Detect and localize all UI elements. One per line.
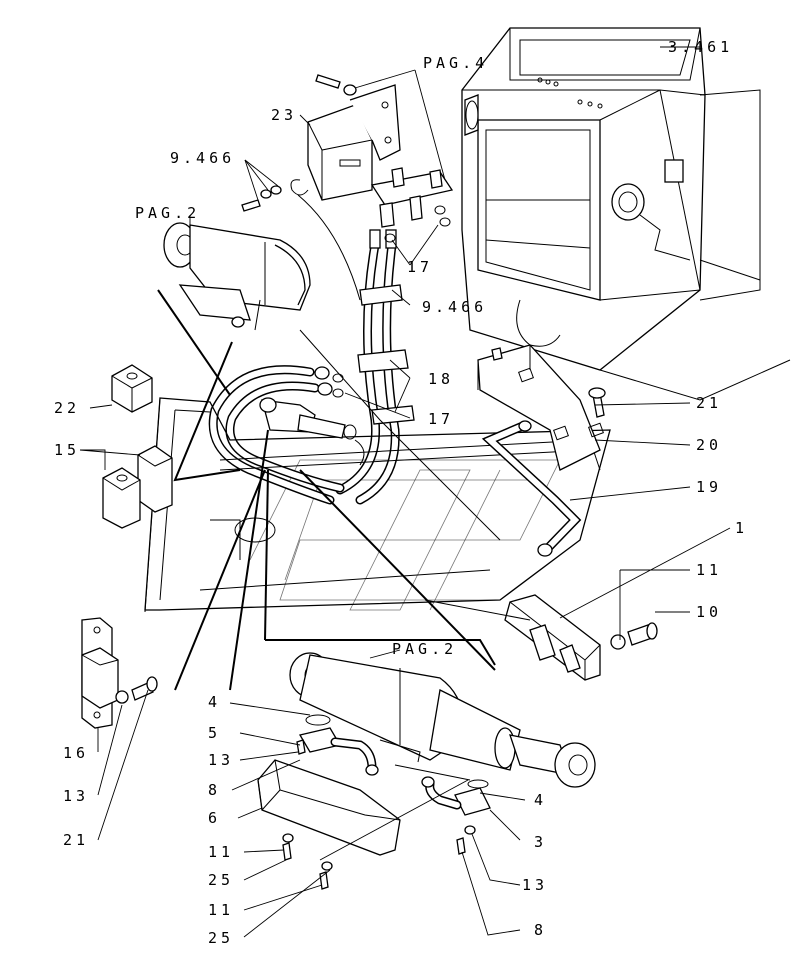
clamp-22 <box>111 364 153 413</box>
bolts-11-25 <box>282 833 333 890</box>
callout-20: 20 <box>696 436 722 454</box>
reference-lines <box>157 289 531 691</box>
bracket-20 <box>477 344 604 471</box>
callout-15: 15 <box>54 441 80 459</box>
callout-10: 10 <box>696 603 722 621</box>
callout-13-c: 13 <box>522 876 548 894</box>
callout-19: 19 <box>696 478 722 496</box>
callout-23: 23 <box>271 106 297 124</box>
callout-11-b: 11 <box>208 843 234 861</box>
callout-3: 3 <box>534 833 547 851</box>
callout-11-a: 11 <box>696 561 722 579</box>
callout-1: 1 <box>735 519 748 537</box>
vertical-hoses <box>335 229 415 505</box>
callout-11-c: 11 <box>208 901 234 919</box>
flange-5 <box>296 714 379 776</box>
callout-22: 22 <box>54 399 80 417</box>
callout-labels: 3.461 PAG.4 23 9.466 PAG.2 17 9.466 18 1… <box>54 38 748 947</box>
mount-plate-16 <box>81 617 119 729</box>
hydraulic-cylinder <box>289 652 596 788</box>
callout-9466-b: 9.466 <box>422 298 487 316</box>
pipe-19 <box>481 420 582 557</box>
electric-motor <box>163 222 311 331</box>
callout-21-b: 21 <box>63 831 89 849</box>
bolt-21-top <box>588 387 606 418</box>
cover-6 <box>257 759 401 856</box>
clamp-15 <box>102 445 173 529</box>
callout-4-b: 4 <box>534 791 547 809</box>
callout-pag4: PAG.4 <box>423 54 488 72</box>
callout-4-a: 4 <box>208 693 221 711</box>
callout-25-b: 25 <box>208 929 234 947</box>
frame-housing <box>461 27 791 401</box>
callout-25-a: 25 <box>208 871 234 889</box>
callout-pag2-a: PAG.2 <box>135 204 200 222</box>
valve-assembly <box>259 397 365 466</box>
callout-17-a: 17 <box>407 258 433 276</box>
callout-17-b: 17 <box>428 410 454 428</box>
callout-13-b: 13 <box>63 787 89 805</box>
callout-18: 18 <box>428 370 454 388</box>
callout-9466-a: 9.466 <box>170 149 235 167</box>
bolt-set-top <box>241 74 357 212</box>
callout-3461: 3.461 <box>668 38 733 56</box>
callout-21-a: 21 <box>696 394 722 412</box>
callout-8-b: 8 <box>534 921 547 939</box>
bolt-13-21-left <box>115 676 158 704</box>
callout-pag2-b: PAG.2 <box>392 640 457 658</box>
callout-16: 16 <box>63 744 89 762</box>
bracket-1 <box>504 594 601 681</box>
watermark-logo <box>249 459 561 611</box>
fitting-block-17 <box>370 167 454 243</box>
bolt-10-11 <box>610 622 658 650</box>
flange-3 <box>421 776 491 855</box>
callout-8-a: 8 <box>208 781 221 799</box>
leader-lines <box>79 46 731 938</box>
loop-hoses <box>208 365 345 505</box>
relay-box-23 <box>290 84 401 301</box>
callout-5: 5 <box>208 724 221 742</box>
callout-13-a: 13 <box>208 751 234 769</box>
callout-6: 6 <box>208 809 221 827</box>
